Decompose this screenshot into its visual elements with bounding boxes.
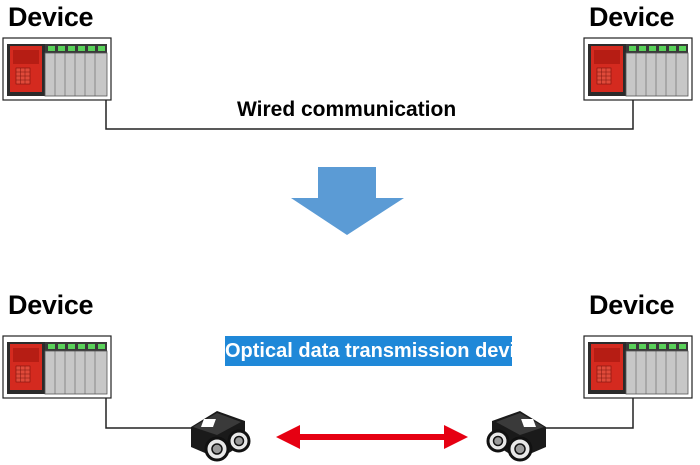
cable-bottom-left: [105, 398, 200, 429]
down-arrow-icon: [291, 167, 404, 235]
device-label-top-left: Device: [8, 2, 94, 32]
plc-device-bottom-right: [583, 335, 693, 399]
optical-transmitter-left: [189, 409, 251, 462]
wired-communication-label: Wired communication: [237, 98, 457, 121]
cable-bottom-right: [536, 398, 634, 429]
device-label-top-right: Device: [589, 2, 675, 32]
optical-transmitter-right: [486, 409, 548, 462]
optical-link-double-arrow-icon: [276, 425, 468, 449]
device-label-bottom-left: Device: [8, 290, 94, 320]
plc-device-bottom-left: [2, 335, 112, 399]
optical-data-transmission-badge: Optical data transmission device: [225, 336, 537, 366]
plc-device-top-left: [2, 37, 112, 101]
plc-device-top-right: [583, 37, 693, 101]
wired-communication-cable: [105, 100, 634, 130]
device-label-bottom-right: Device: [589, 290, 675, 320]
